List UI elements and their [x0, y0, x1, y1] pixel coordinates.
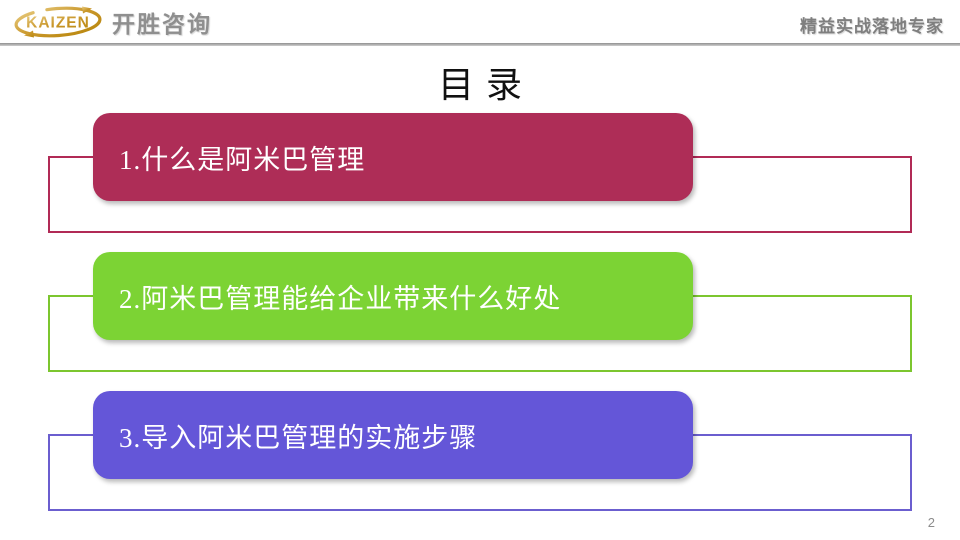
header: KAIZEN 开胜咨询 精益实战落地专家	[0, 0, 960, 43]
toc-item: 3.导入阿米巴管理的实施步骤	[48, 391, 912, 512]
company-name: 开胜咨询	[112, 11, 212, 37]
toc-item: 1.什么是阿米巴管理	[48, 113, 912, 234]
toc-item: 2.阿米巴管理能给企业带来什么好处	[48, 252, 912, 373]
company-logo: KAIZEN 开胜咨询	[12, 3, 212, 41]
toc-item-button[interactable]: 2.阿米巴管理能给企业带来什么好处	[93, 252, 693, 340]
page-title: 目录	[437, 65, 534, 105]
toc-item-label: 3.导入阿米巴管理的实施步骤	[119, 422, 478, 453]
header-divider	[0, 43, 960, 46]
page-number: 2	[927, 515, 935, 530]
kaizen-logo-icon: KAIZEN	[14, 6, 102, 38]
toc-item-label: 2.阿米巴管理能给企业带来什么好处	[119, 283, 562, 314]
kaizen-logo-text: KAIZEN	[26, 15, 90, 32]
toc-item-button[interactable]: 3.导入阿米巴管理的实施步骤	[93, 391, 693, 479]
toc-item-label: 1.什么是阿米巴管理	[119, 144, 366, 175]
toc-list: 1.什么是阿米巴管理 2.阿米巴管理能给企业带来什么好处 3.导入阿米巴管理的实…	[48, 0, 912, 540]
header-slogan: 精益实战落地专家	[800, 17, 944, 36]
toc-item-button[interactable]: 1.什么是阿米巴管理	[93, 113, 693, 201]
